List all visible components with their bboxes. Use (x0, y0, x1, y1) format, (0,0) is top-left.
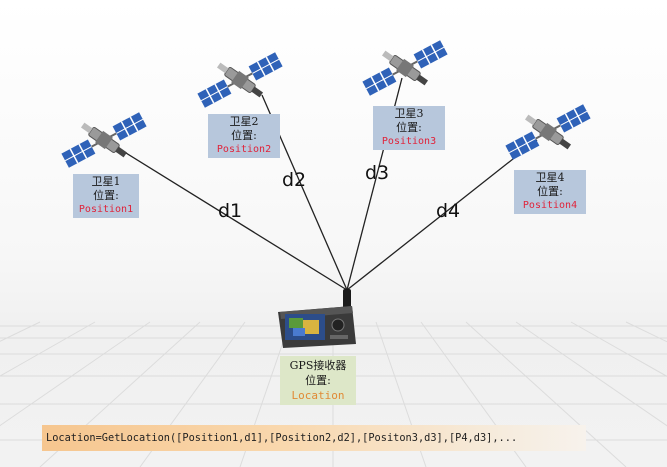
distance-lines (117, 77, 538, 291)
distance-label-d2: d2 (282, 169, 307, 191)
d1-line (117, 147, 348, 291)
satellite-2-label: 卫星2 位置: Position2 (208, 114, 280, 158)
location-label: 位置: (537, 185, 563, 198)
satellite-name: 卫星1 (91, 175, 121, 188)
satellite-icon (60, 111, 148, 169)
location-label: 位置: (231, 129, 257, 142)
satellite-name: 卫星4 (535, 171, 565, 184)
satellite-name: 卫星2 (229, 115, 259, 128)
location-formula: Location=GetLocation([Position1,d1],[Pos… (42, 425, 586, 451)
satellite-icon (361, 39, 449, 97)
gps-receiver-icon (278, 289, 356, 348)
receiver-label: GPS接收器 位置: Location (280, 356, 356, 405)
satellite-3-label: 卫星3 位置: Position3 (373, 106, 445, 150)
distance-label-d3: d3 (365, 162, 390, 184)
satellite-1-label: 卫星1 位置: Position1 (73, 174, 139, 218)
receiver-name: GPS接收器 (289, 359, 347, 372)
location-label: 位置: (305, 374, 331, 387)
satellite-position: Position3 (381, 136, 437, 147)
satellite-position: Position1 (78, 204, 134, 215)
satellite-position: Position2 (216, 144, 272, 155)
satellite-4-label: 卫星4 位置: Position4 (514, 170, 586, 214)
distance-label-d4: d4 (436, 200, 461, 222)
distance-label-d1: d1 (218, 200, 243, 222)
satellite-icon (504, 103, 592, 161)
satellite-icon (196, 51, 284, 109)
location-label: 位置: (93, 189, 119, 202)
satellite-position: Position4 (522, 200, 578, 211)
location-label: 位置: (396, 121, 422, 134)
d4-line (346, 139, 538, 291)
satellite-name: 卫星3 (394, 107, 424, 120)
receiver-position: Location (291, 389, 345, 402)
